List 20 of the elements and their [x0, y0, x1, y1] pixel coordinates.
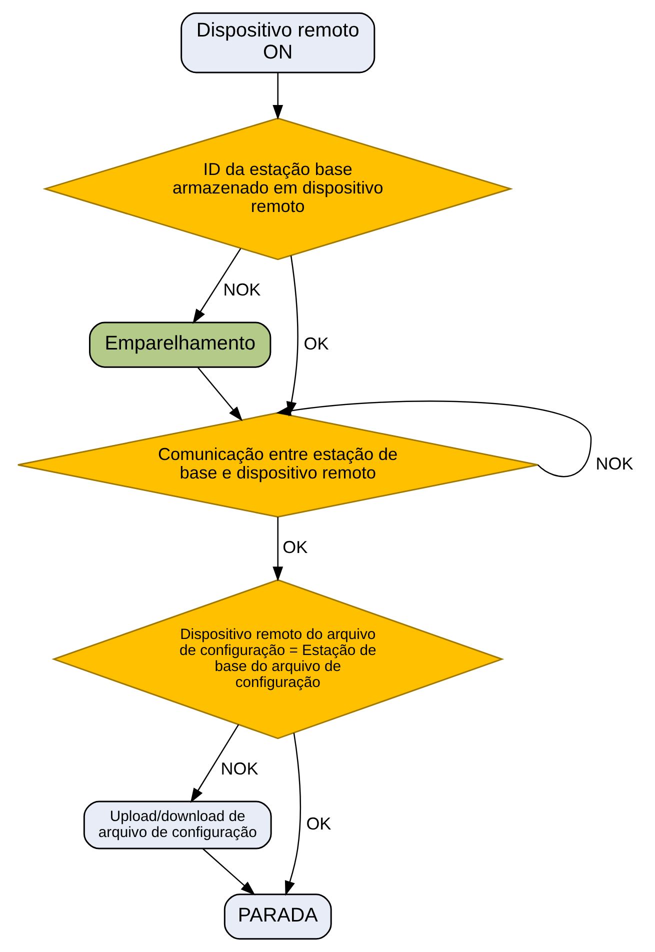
- arrow: [197, 367, 242, 422]
- node-diamond: ID da estação base armazenado em dispositivo remoto: [42, 118, 513, 260]
- arrow: [190, 724, 239, 804]
- arrow: [272, 517, 283, 582]
- node-diamond: Comunicação entre estação de base e dispositivo remoto: [16, 412, 538, 518]
- edge-label: NOK: [222, 280, 260, 300]
- edge-label: OK: [306, 814, 331, 834]
- edge-label: OK: [303, 333, 328, 354]
- node-diamond: Dispositivo remoto do arquivo de configuração = Estação de base do arquivo de configuração: [51, 579, 504, 740]
- node-box: Upload/download de arquivo de configuração: [82, 800, 272, 850]
- arrow: [192, 248, 241, 324]
- edge-label: NOK: [220, 758, 258, 779]
- edge-label: NOK: [595, 453, 633, 474]
- edge-label: OK: [282, 536, 308, 557]
- node-box: Dispositivo remoto ON: [180, 12, 375, 74]
- node-box: PARADA: [223, 894, 332, 940]
- arrow: [272, 72, 283, 120]
- node-box: Emparelhamento: [88, 322, 271, 368]
- arrow: [202, 848, 255, 896]
- arrow: [284, 732, 301, 896]
